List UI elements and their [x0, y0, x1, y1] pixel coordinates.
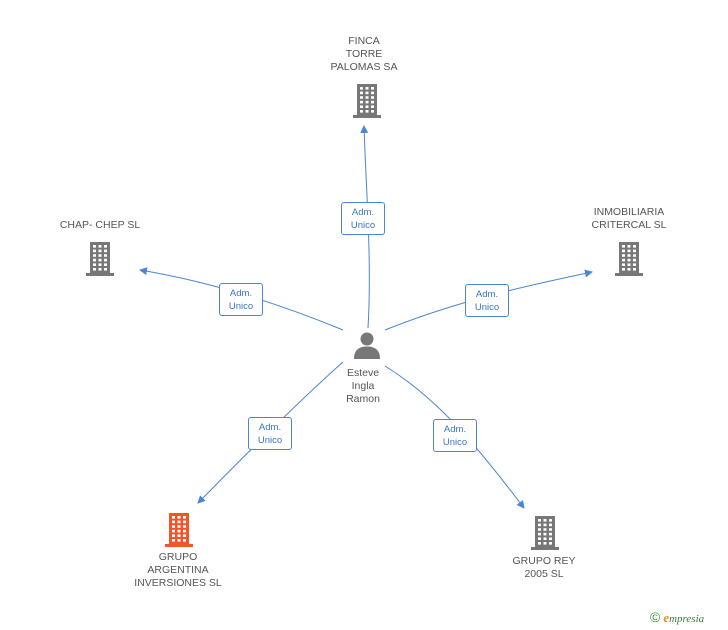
relation-badge-rey: Adm. Unico	[433, 419, 477, 452]
relation-badge-chap: Adm. Unico	[219, 283, 263, 316]
company-node-argentina[interactable]	[164, 513, 194, 552]
relation-badge-inmobiliaria: Adm. Unico	[465, 284, 509, 317]
center-person[interactable]	[352, 330, 382, 365]
building-icon	[353, 84, 381, 118]
company-label-rey[interactable]: GRUPO REY 2005 SL	[512, 555, 576, 580]
building-icon	[86, 242, 114, 276]
company-label-argentina[interactable]: GRUPO ARGENTINA INVERSIONES SL	[134, 551, 222, 589]
empresia-watermark: ©empresia	[650, 609, 704, 626]
empresia-logo: empresia	[663, 610, 705, 625]
building-icon	[615, 242, 643, 276]
relation-badge-finca: Adm. Unico	[341, 202, 385, 235]
building-icon	[165, 513, 193, 547]
company-node-rey[interactable]	[530, 516, 560, 555]
person-icon	[354, 332, 380, 359]
company-node-finca[interactable]	[352, 84, 382, 123]
building-icon	[531, 516, 559, 550]
copyright-icon: ©	[650, 609, 661, 625]
company-node-chap[interactable]	[85, 242, 115, 281]
company-label-inmobiliaria[interactable]: INMOBILIARIA CRITERCAL SL	[591, 206, 667, 231]
company-node-inmobiliaria[interactable]	[614, 242, 644, 281]
relation-badge-argentina: Adm. Unico	[248, 417, 292, 450]
company-label-finca[interactable]: FINCA TORRE PALOMAS SA	[330, 35, 398, 73]
company-label-chap[interactable]: CHAP- CHEP SL	[59, 219, 141, 231]
center-person-label[interactable]: Esteve Ingla Ramon	[346, 367, 380, 405]
